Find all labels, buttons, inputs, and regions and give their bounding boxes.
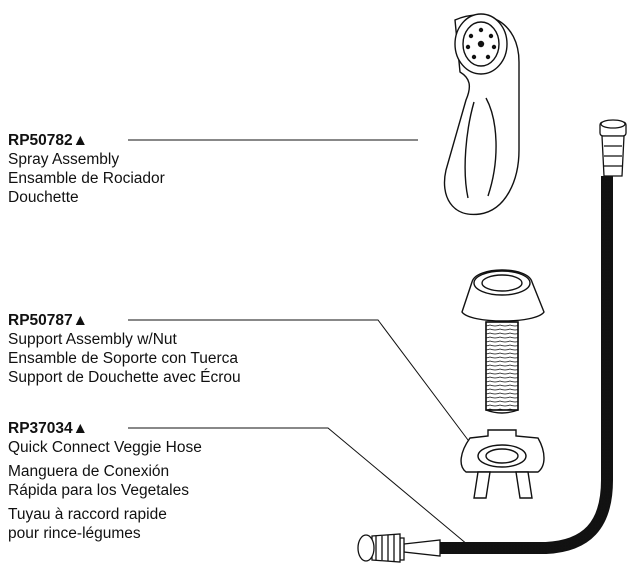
part-label-veggie-hose: RP37034▲ Quick Connect Veggie Hose Mangu… — [8, 419, 202, 543]
part-name-spanish: Ensamble de Rociador — [8, 170, 165, 187]
part-number: RP50787▲ — [8, 312, 88, 329]
part-name-french: Support de Douchette avec Écrou — [8, 369, 241, 386]
part-name-spanish-line1: Manguera de Conexión — [8, 463, 170, 480]
mounting-nut-icon — [460, 429, 545, 499]
part-name-french-line1: Tuyau à raccord rapide — [8, 506, 167, 523]
part-number: RP37034▲ — [8, 420, 88, 437]
veggie-hose-icon — [357, 119, 627, 563]
part-name-spanish-line2: Rápida para los Vegetales — [8, 482, 189, 499]
leader-line-support — [128, 319, 475, 449]
part-name-spanish: Ensamble de Soporte con Tuerca — [8, 350, 239, 367]
support-stem-icon — [461, 269, 545, 414]
part-label-spray-assembly: RP50782▲ Spray Assembly Ensamble de Roci… — [8, 131, 165, 207]
part-name-french-line2: pour rince-légumes — [8, 525, 141, 542]
part-number: RP50782▲ — [8, 132, 88, 149]
part-name-english: Support Assembly w/Nut — [8, 331, 177, 348]
part-name-french: Douchette — [8, 189, 79, 206]
part-name-english: Spray Assembly — [8, 151, 120, 168]
spray-head-icon — [443, 13, 520, 216]
leader-line-hose — [128, 427, 475, 551]
part-label-support-assembly: RP50787▲ Support Assembly w/Nut Ensamble… — [8, 311, 241, 387]
part-name-english: Quick Connect Veggie Hose — [8, 439, 202, 456]
